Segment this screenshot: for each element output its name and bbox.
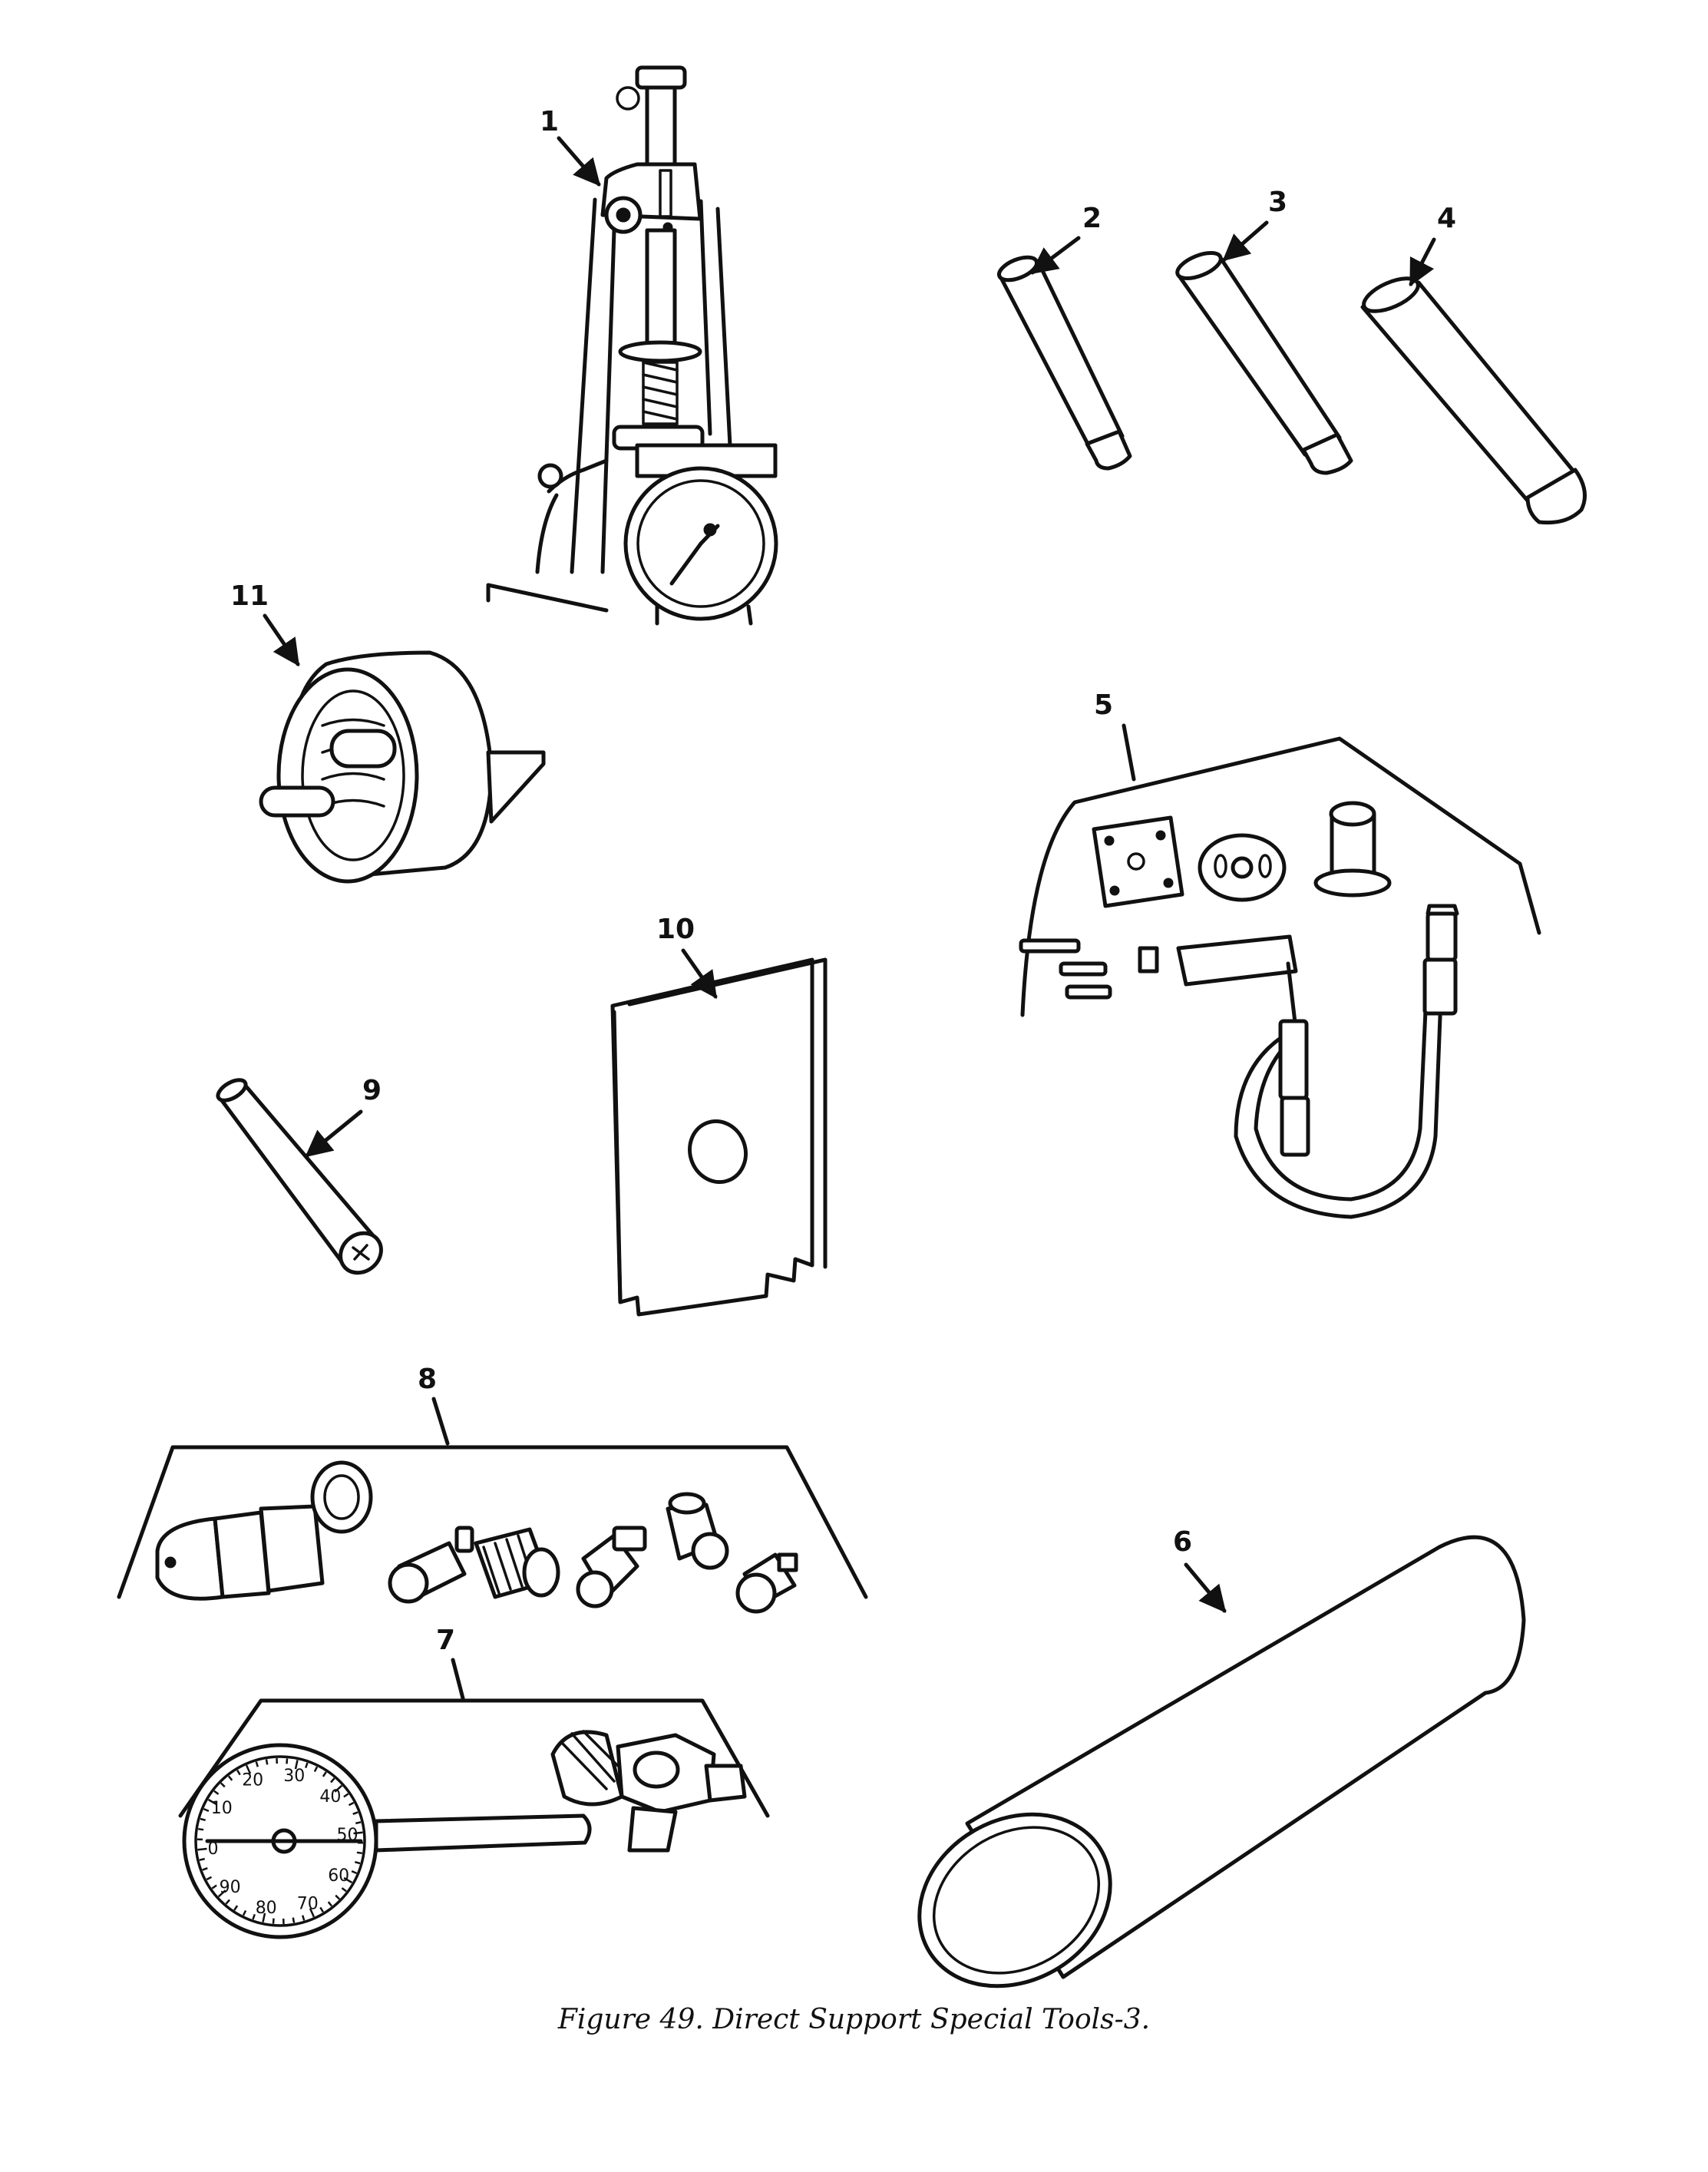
- gauge-tick-mark: [199, 1857, 205, 1861]
- gauge-tick-mark: [319, 1906, 324, 1913]
- gauge-tick-label: 80: [256, 1899, 277, 1918]
- gauge-tick-mark: [225, 1899, 230, 1905]
- gauge-tick-mark: [197, 1847, 207, 1851]
- tool-8-adapter-kit: [117, 1445, 868, 1614]
- gauge-tick-mark: [252, 1913, 256, 1920]
- callout-8: 8: [418, 1364, 437, 1395]
- gauge-tick-mark: [262, 1912, 266, 1922]
- gauge-tick-mark: [327, 1901, 333, 1907]
- callout-2: 2: [1082, 203, 1102, 234]
- gauge-tick-mark: [265, 1759, 269, 1765]
- tool-9-pin: [216, 1078, 383, 1275]
- gauge-tick-mark: [330, 1777, 335, 1784]
- gauge-tick-mark: [292, 1917, 296, 1923]
- gauge-tick-label: 10: [211, 1799, 233, 1818]
- gauge-tick-mark: [343, 1876, 353, 1884]
- callout-4: 4: [1437, 203, 1456, 234]
- gauge-tick-mark: [198, 1827, 204, 1831]
- tool-6-tube: [917, 1535, 1526, 1989]
- gauge-tick-mark: [202, 1867, 208, 1871]
- gauge-tick-mark: [313, 1766, 319, 1773]
- gauge-tick-mark: [348, 1801, 355, 1807]
- gauge-tick-mark: [272, 1918, 275, 1924]
- gauge-tick-mark: [242, 1909, 247, 1916]
- callout-6: 6: [1173, 1526, 1192, 1558]
- gauge-tick-mark: [309, 1908, 316, 1918]
- figure-caption: Figure 49. Direct Support Special Tools-…: [557, 2004, 1151, 2035]
- tool-5-kit: [1019, 736, 1541, 1219]
- callout-11: 11: [230, 580, 269, 612]
- callout-3: 3: [1268, 187, 1287, 218]
- gauge-tick-mark: [233, 1905, 239, 1911]
- gauge-tick-mark: [322, 1771, 327, 1777]
- tool-10-plate: [610, 957, 828, 1317]
- gauge-tick-mark: [227, 1775, 233, 1781]
- gauge-tick-mark: [294, 1760, 299, 1770]
- gauge-tick-mark: [245, 1764, 252, 1774]
- gauge-tick-label: 30: [283, 1767, 305, 1786]
- callout-9: 9: [362, 1075, 382, 1106]
- gauge-tick-mark: [211, 1884, 217, 1889]
- gauge-tick-mark: [343, 1793, 349, 1798]
- gauge-tick-label: 70: [297, 1894, 319, 1913]
- callout-1: 1: [540, 106, 559, 137]
- tool-1-spring-tester: [486, 65, 778, 626]
- gauge-tick-mark: [334, 1784, 343, 1793]
- gauge-tick-mark: [341, 1887, 347, 1893]
- gauge-tick-mark: [213, 1790, 220, 1795]
- gauge-tick-mark: [255, 1761, 259, 1767]
- gauge-tick-mark: [206, 1876, 213, 1881]
- gauge-tick-mark: [203, 1807, 210, 1813]
- gauge-tick-mark: [236, 1769, 241, 1776]
- gauge-tick-label: 20: [242, 1771, 263, 1790]
- gauge-tick-mark: [302, 1915, 306, 1921]
- gauge-tick-mark: [217, 1889, 226, 1898]
- callout-7: 7: [436, 1625, 455, 1656]
- gauge-tick-mark: [354, 1860, 361, 1865]
- gauge-tick-mark: [305, 1762, 309, 1769]
- gauge-tick-mark: [355, 1821, 362, 1825]
- tool-11-fixture: [259, 650, 546, 884]
- tool-3-driver: [1175, 251, 1353, 475]
- gauge-tick-mark: [351, 1870, 358, 1875]
- callout-5: 5: [1094, 689, 1113, 721]
- gauge-tick-mark: [286, 1758, 289, 1764]
- gauge-tick-label: 0: [208, 1840, 219, 1859]
- gauge-tick-mark: [220, 1782, 226, 1788]
- gauge-tick-label: 60: [328, 1866, 349, 1886]
- tool-4-driver: [1360, 276, 1587, 525]
- gauge-tick-mark: [352, 1811, 358, 1815]
- gauge-tick-mark: [335, 1894, 341, 1900]
- gauge-tick-mark: [207, 1798, 217, 1806]
- gauge-tick-mark: [200, 1817, 206, 1822]
- callout-10: 10: [656, 914, 695, 945]
- tool-2-driver: [996, 255, 1132, 471]
